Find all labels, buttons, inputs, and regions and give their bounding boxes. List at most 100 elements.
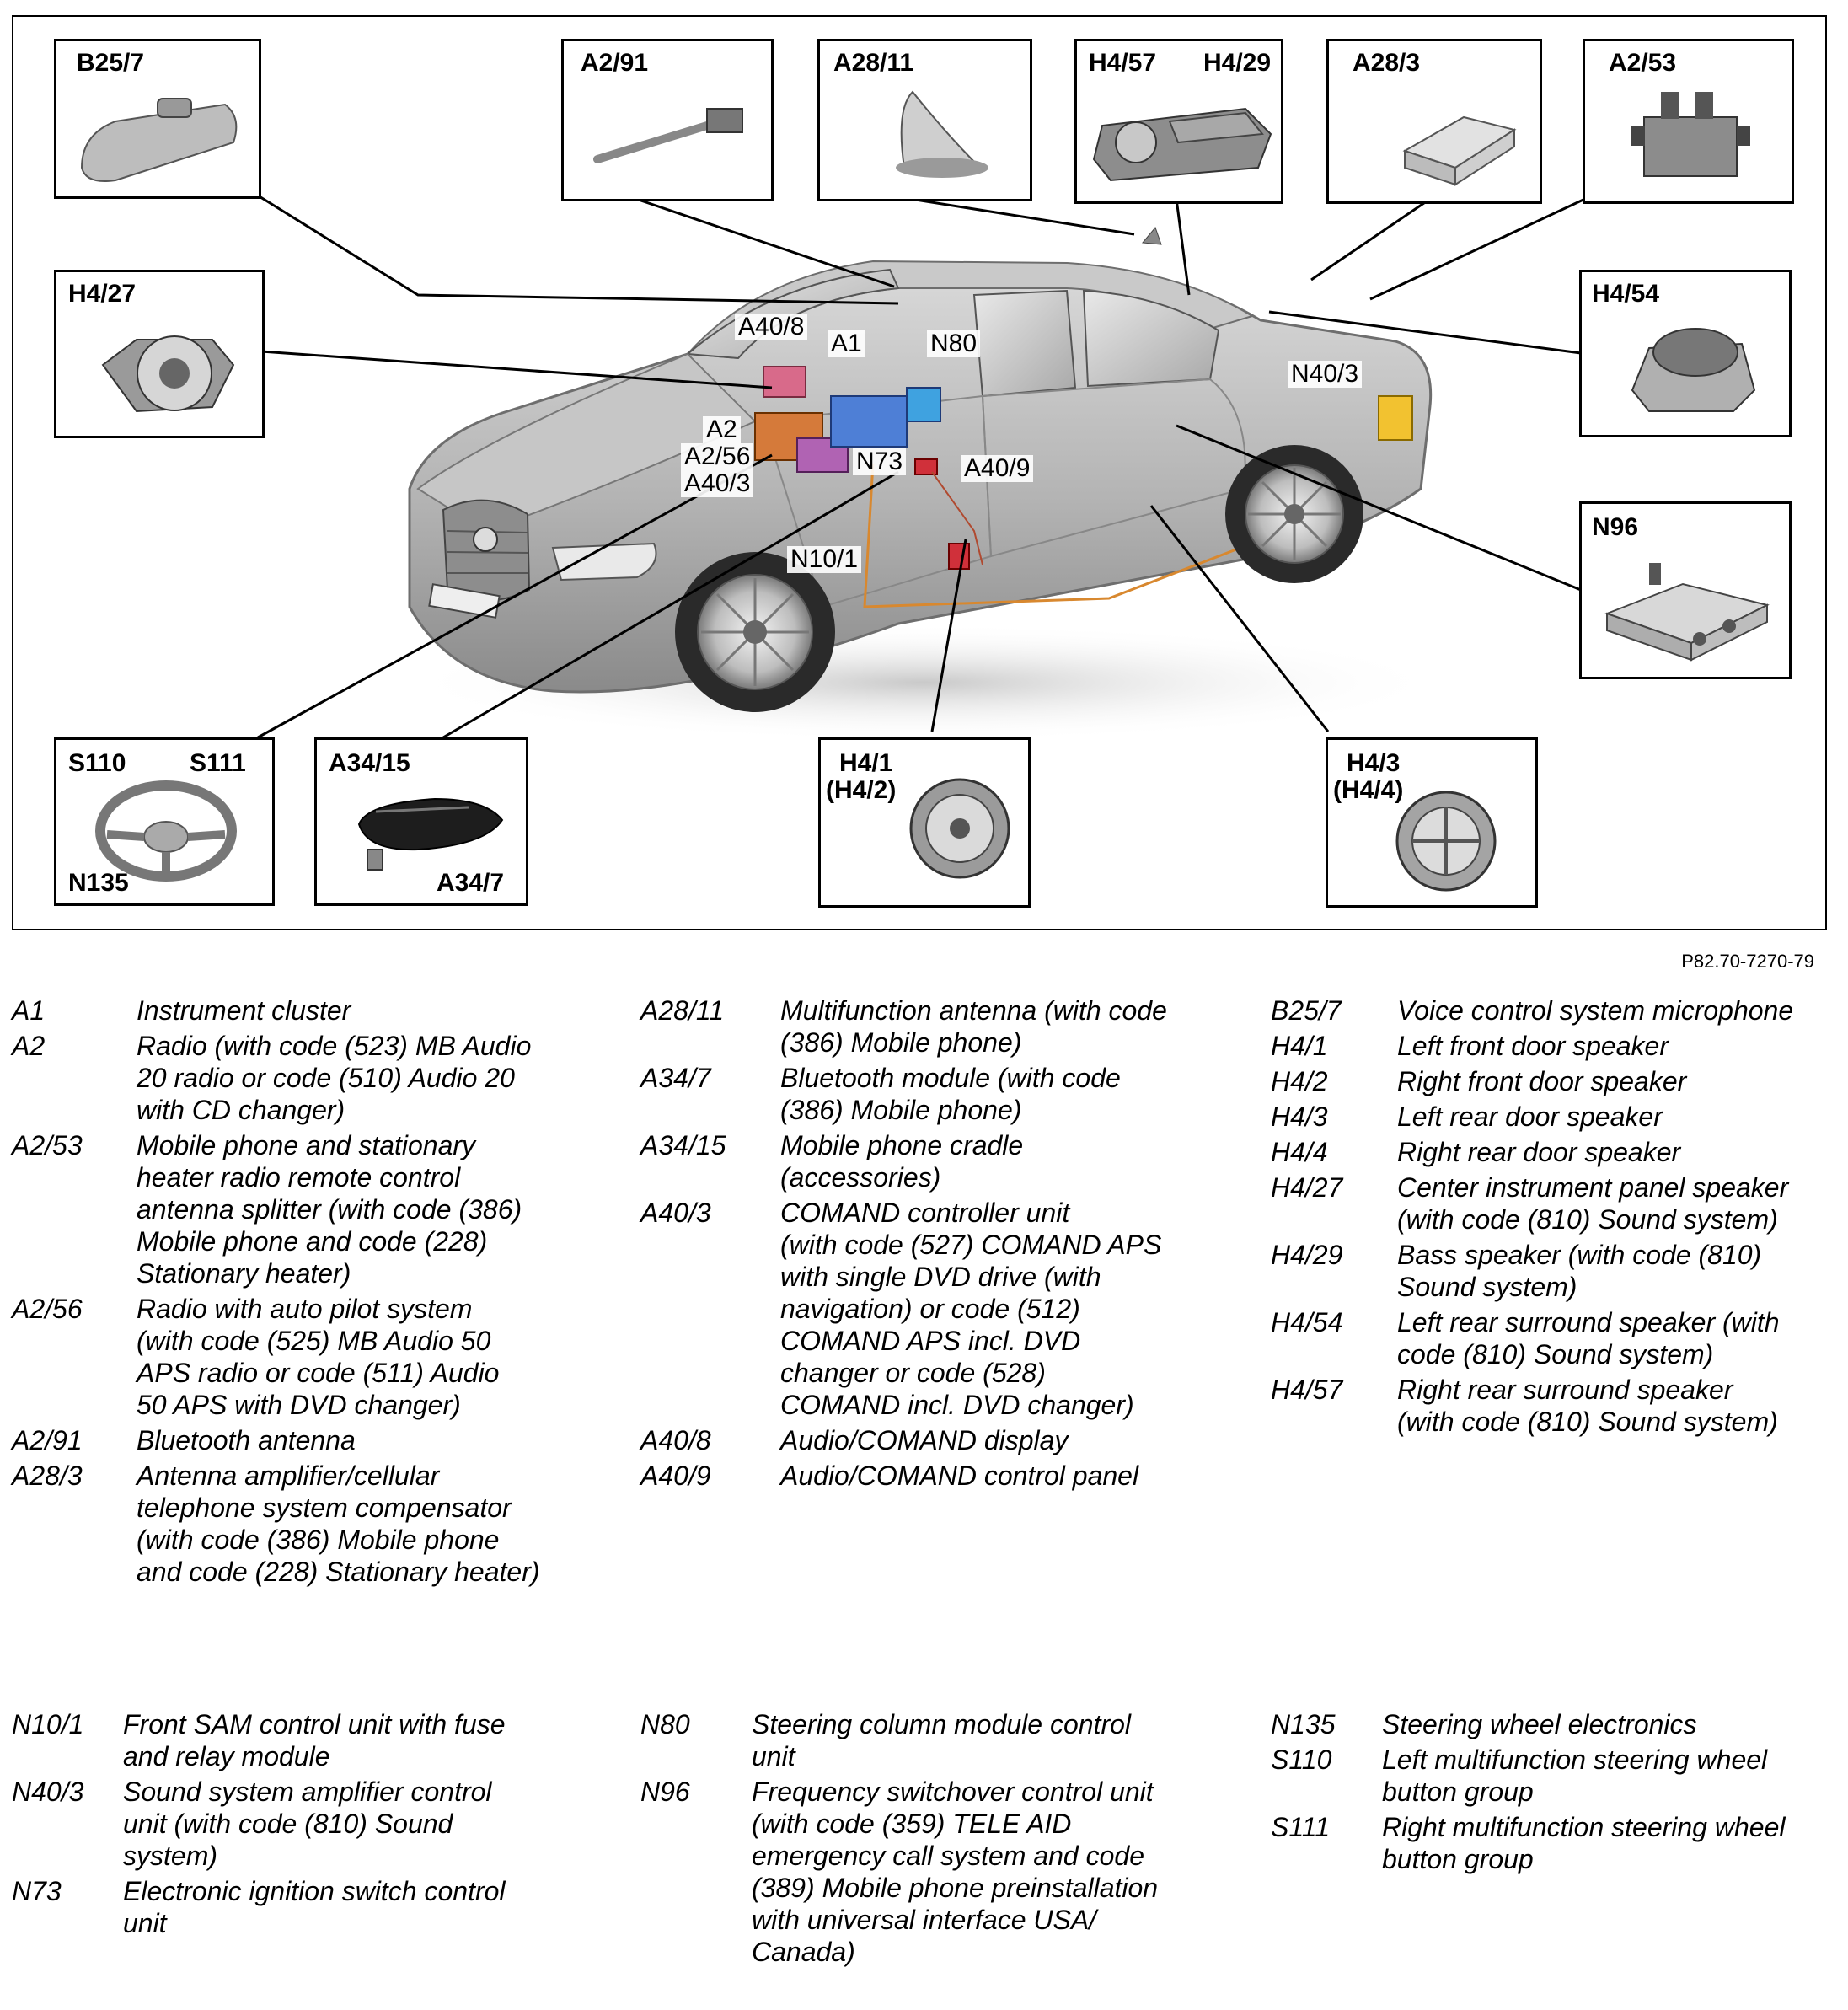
legend-description: Frequency switchover control unit (with … — [752, 1777, 1159, 1967]
callout-a2-56: A2/56 — [681, 443, 754, 470]
legend-description: Right front door speaker — [1397, 1066, 1687, 1096]
label-a2-91: A2/91 — [581, 49, 649, 77]
label-n96: N96 — [1592, 513, 1639, 541]
legend-description: Bluetooth antenna — [137, 1425, 356, 1455]
legend-code: A28/3 — [12, 1461, 83, 1491]
legend-code: A40/8 — [640, 1425, 711, 1455]
legend-entry: A40/3 COMAND controller unit (with code (… — [640, 1197, 1213, 1421]
legend-code: N73 — [12, 1876, 62, 1906]
antenna-splitter-image — [1631, 92, 1750, 177]
callout-n40-3: N40/3 — [1288, 361, 1363, 388]
legend-description: Left rear door speaker — [1397, 1101, 1663, 1132]
label-b25-7: B25/7 — [77, 49, 145, 77]
microphone-image — [80, 98, 238, 182]
callout-n80: N80 — [927, 330, 981, 357]
box-a2-91: A2/91 — [561, 39, 774, 201]
label-a34-7: A34/7 — [437, 869, 505, 897]
car-illustration — [257, 192, 1586, 742]
legend-code: H4/29 — [1271, 1240, 1343, 1270]
center-speaker-image — [101, 335, 235, 413]
phone-cradle-image — [357, 797, 504, 871]
legend-entry: A28/11 Multifunction antenna (with code (… — [640, 994, 1213, 1059]
legend-code: H4/2 — [1271, 1066, 1328, 1096]
box-h4-57-h4-29: H4/57 H4/29 — [1074, 39, 1283, 204]
box-b25-7: B25/7 — [54, 39, 261, 199]
callout-a2: A2 — [703, 416, 741, 443]
legend-description: Audio/COMAND control panel — [780, 1461, 1139, 1491]
legend-entry: A2/91 Bluetooth antenna — [12, 1424, 568, 1456]
legend-entry: A2/56 Radio with auto pilot system (with … — [12, 1293, 568, 1421]
label-a28-11: A28/11 — [833, 49, 914, 77]
legend-description: Left multifunction steering wheel button… — [1382, 1745, 1768, 1807]
legend-code: A2/53 — [12, 1130, 83, 1160]
label-h4-54: H4/54 — [1592, 280, 1660, 308]
legend-description: Right rear surround speaker (with code (… — [1397, 1375, 1778, 1437]
legend-entry: H4/2 Right front door speaker — [1271, 1065, 1844, 1097]
antenna-amplifier-image — [1402, 115, 1517, 186]
surround-speaker-image — [1631, 328, 1756, 412]
label-n135: N135 — [68, 869, 129, 897]
component-location-figure: B25/7 A2/91 A28/11 H4/57 H4/29 A28/3 — [12, 15, 1827, 930]
legend-code: A2/91 — [12, 1425, 83, 1455]
bluetooth-antenna-image — [593, 108, 743, 163]
module-a40-8 — [763, 366, 806, 398]
box-n96: N96 — [1579, 501, 1792, 679]
legend-code: A2/56 — [12, 1294, 83, 1324]
box-h4-1-h4-2: H4/1 (H4/2) — [818, 737, 1031, 908]
callout-a40-8: A40/8 — [735, 314, 808, 340]
legend-code: S110 — [1271, 1745, 1332, 1775]
legend-code: A34/15 — [640, 1130, 726, 1160]
label-h4-57: H4/57 — [1089, 49, 1157, 77]
legend-description: Radio with auto pilot system (with code … — [137, 1294, 500, 1420]
legend-entry: B25/7 Voice control system microphone — [1271, 994, 1844, 1026]
box-h4-3-h4-4: H4/3 (H4/4) — [1326, 737, 1538, 908]
callout-a40-9: A40/9 — [961, 455, 1034, 482]
box-a28-11: A28/11 — [817, 39, 1032, 201]
legend-entry: S110 Left multifunction steering wheel bu… — [1271, 1744, 1844, 1808]
legend-description: Multifunction antenna (with code (386) M… — [780, 995, 1167, 1058]
legend-code: A40/9 — [640, 1461, 711, 1491]
legend-description: Steering wheel electronics — [1382, 1709, 1697, 1739]
legend-description: Instrument cluster — [137, 995, 351, 1026]
legend-code: A1 — [12, 995, 46, 1026]
legend-description: Bluetooth module (with code (386) Mobile… — [780, 1063, 1121, 1125]
legend-description: Mobile phone cradle (accessories) — [780, 1130, 1024, 1193]
box-a28-3: A28/3 — [1326, 39, 1542, 204]
legend-top-column-2: A28/11 Multifunction antenna (with code (… — [640, 994, 1213, 1495]
steering-wheel-image — [95, 780, 237, 882]
legend-code: N40/3 — [12, 1777, 84, 1807]
legend-description: Radio (with code (523) MB Audio 20 radio… — [137, 1031, 532, 1125]
leader-lines — [257, 192, 1586, 739]
legend-description: Left rear surround speaker (with code (8… — [1397, 1307, 1780, 1369]
figure-reference-number: P82.70-7270-79 — [1681, 951, 1814, 972]
legend-code: B25/7 — [1271, 995, 1342, 1026]
legend-code: A40/3 — [640, 1198, 711, 1228]
frequency-switchover-unit-image — [1604, 563, 1770, 662]
front-door-speaker-image — [909, 778, 1010, 879]
legend-code: A28/11 — [640, 995, 725, 1026]
legend-description: Left front door speaker — [1397, 1031, 1669, 1061]
legend-description: COMAND controller unit (with code (527) … — [780, 1198, 1162, 1420]
box-h4-54: H4/54 — [1579, 270, 1792, 437]
legend-description: Right multifunction steering wheel butto… — [1382, 1812, 1786, 1874]
legend-description: Antenna amplifier/cellular telephone sys… — [137, 1461, 540, 1587]
legend-description: Voice control system microphone — [1397, 995, 1794, 1026]
label-h4-29: H4/29 — [1203, 49, 1272, 77]
legend-code: H4/4 — [1271, 1137, 1328, 1167]
callout-a40-3: A40/3 — [681, 470, 754, 497]
legend-code: H4/54 — [1271, 1307, 1343, 1337]
label-h4-2: (H4/2) — [826, 776, 897, 804]
